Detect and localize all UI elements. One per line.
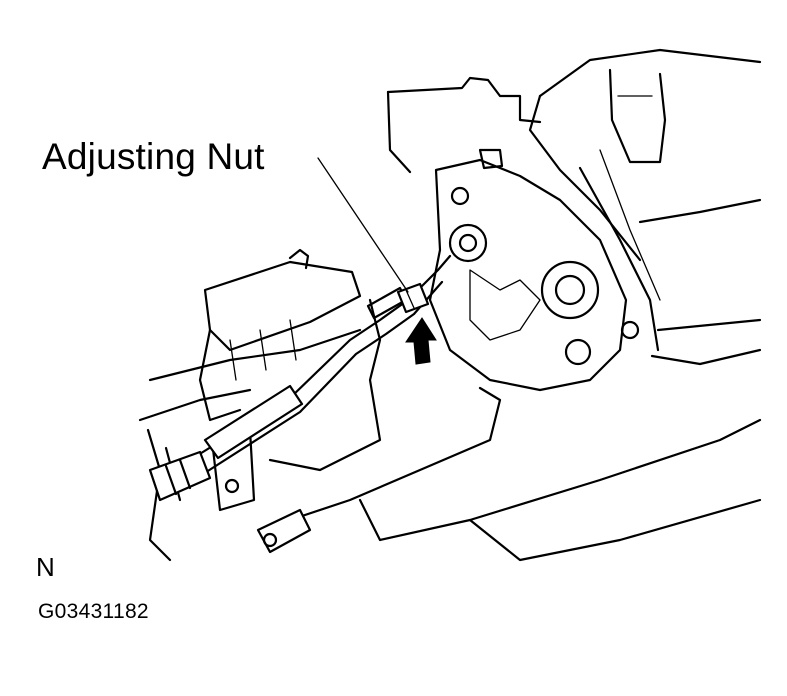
console-bracket	[138, 248, 362, 562]
mounting-plate	[256, 298, 762, 562]
shift-cable	[148, 254, 452, 502]
adjusting-nut-label: Adjusting Nut	[42, 136, 265, 177]
view-letter: N	[36, 552, 55, 582]
callout-leader-line	[317, 157, 409, 293]
arrow-up-icon	[405, 317, 437, 365]
shift-lever	[428, 148, 640, 392]
transaxle-housing	[386, 48, 762, 366]
adjusting-nut	[396, 282, 430, 314]
figure-code: G03431182	[38, 600, 149, 623]
